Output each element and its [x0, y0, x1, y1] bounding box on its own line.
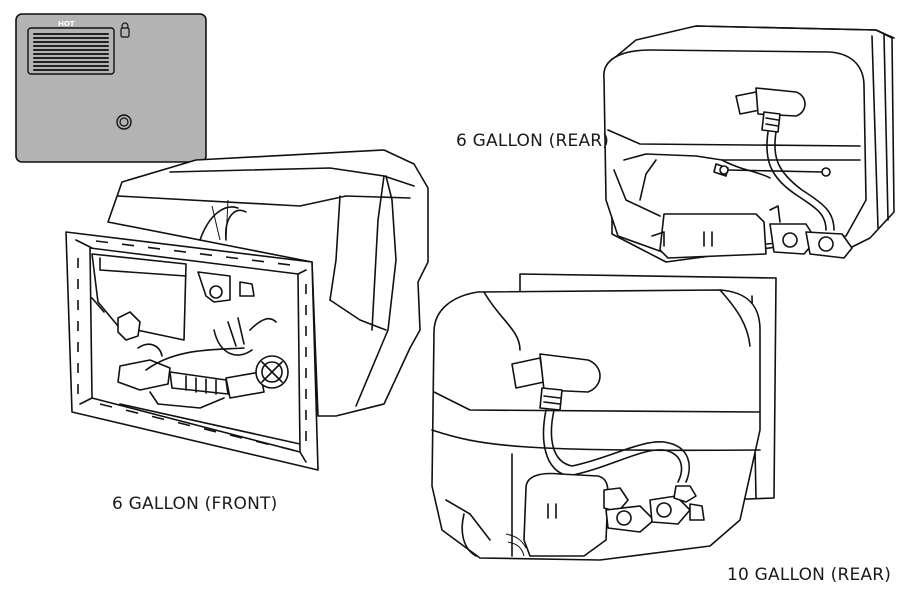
grille-slot — [33, 45, 109, 47]
grille-slot — [33, 49, 109, 51]
grille-slot — [33, 69, 109, 71]
label-10-gallon-rear: 10 GALLON (REAR) — [727, 565, 892, 585]
frame-slot — [121, 243, 135, 247]
gas-valve — [117, 359, 171, 391]
frame-slot — [251, 259, 265, 263]
frame-slot — [229, 434, 243, 439]
frame-slot — [173, 249, 187, 253]
grille-slot — [33, 33, 109, 35]
heater-6-gallon-rear — [603, 25, 895, 263]
grille-slot — [33, 65, 109, 67]
heater-6-gallon-front — [65, 149, 429, 471]
grille-slot — [33, 61, 109, 63]
control-board — [91, 253, 187, 341]
frame-slot — [151, 415, 165, 421]
frame-slot — [203, 428, 217, 433]
frame-slot — [225, 256, 239, 260]
grille-slot — [33, 53, 109, 55]
frame-slot — [281, 446, 295, 452]
frame-slot — [95, 240, 109, 244]
lock-icon — [120, 22, 130, 38]
frame-slot — [99, 403, 113, 408]
frame-slot — [177, 421, 191, 427]
grille-slot — [33, 57, 109, 59]
label-6-gallon-front: 6 GALLON (FRONT) — [112, 494, 278, 514]
drain-plug-icon — [116, 114, 132, 130]
frame-slot — [255, 440, 269, 445]
eco-box — [659, 213, 767, 259]
frame-slot — [199, 253, 213, 257]
frame-slot — [277, 262, 291, 266]
relief-valve-10 — [511, 357, 545, 389]
label-6-gallon-rear: 6 GALLON (REAR) — [456, 131, 610, 151]
frame-mounting-slots — [77, 240, 307, 452]
grille-slot — [33, 37, 109, 39]
eco-box-10 — [523, 472, 609, 557]
access-door-panel: HOT — [15, 13, 207, 163]
frame-slot — [125, 409, 139, 414]
hot-warning-text: HOT — [58, 20, 75, 28]
frame-slot — [147, 246, 161, 250]
heater-10-gallon-rear — [431, 273, 777, 561]
vent-grille — [27, 27, 115, 75]
grille-slot — [33, 41, 109, 43]
